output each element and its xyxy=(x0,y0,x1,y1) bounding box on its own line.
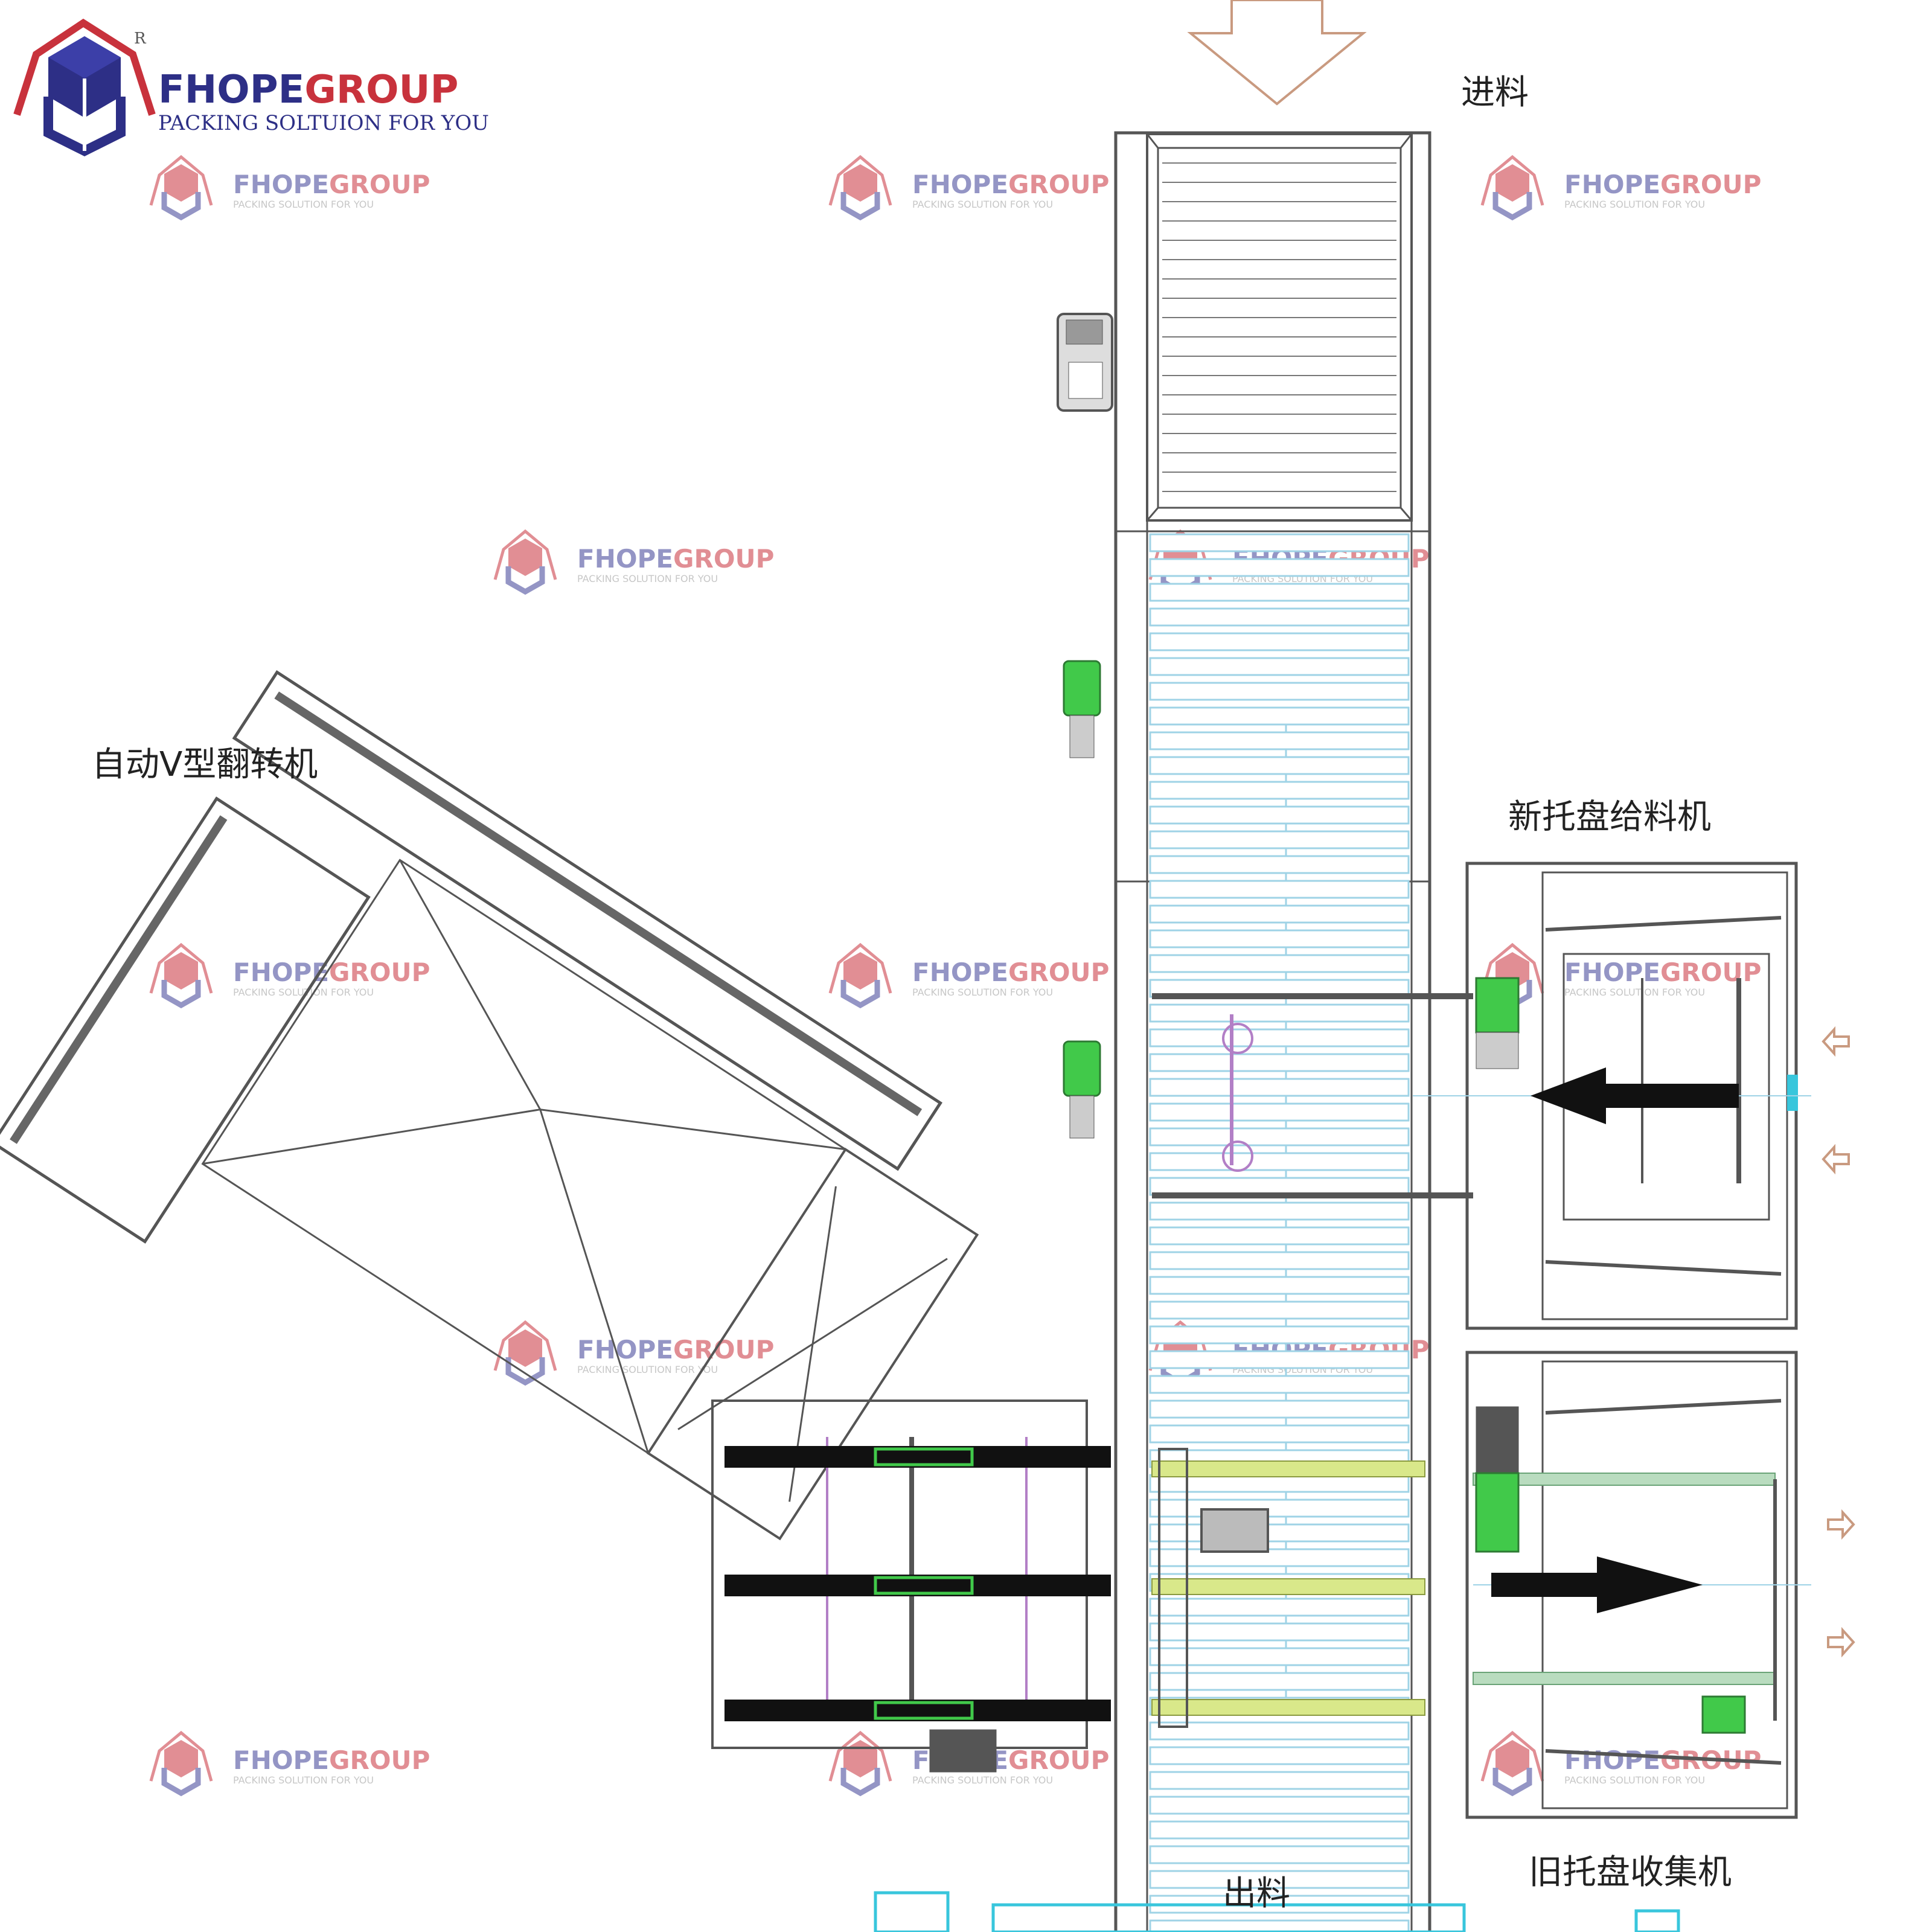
svg-text:PACKING SOLUTION FOR YOU: PACKING SOLUTION FOR YOU xyxy=(912,987,1053,998)
side-arrow-left-icon xyxy=(1822,1026,1850,1057)
svg-text:PACKING SOLUTION FOR YOU: PACKING SOLUTION FOR YOU xyxy=(1564,1774,1705,1786)
svg-text:PACKING SOLUTION FOR YOU: PACKING SOLUTION FOR YOU xyxy=(233,199,374,210)
svg-text:FHOPEGROUP: FHOPEGROUP xyxy=(1564,958,1761,987)
infeed-label: 进料 xyxy=(1461,73,1529,112)
svg-text:PACKING SOLUTION FOR YOU: PACKING SOLUTION FOR YOU xyxy=(233,987,374,998)
collect-direction-arrow-icon xyxy=(1491,1556,1703,1613)
infeed-arrow-icon xyxy=(1187,0,1367,106)
svg-text:PACKING SOLUTION FOR YOU: PACKING SOLUTION FOR YOU xyxy=(912,199,1053,210)
svg-text:FHOPEGROUP: FHOPEGROUP xyxy=(1564,1745,1761,1775)
watermark: FHOPEGROUP PACKING SOLUTION FOR YOU xyxy=(830,157,1109,217)
watermark: FHOPEGROUP PACKING SOLUTION FOR YOU xyxy=(495,531,774,592)
logo-brand-part1: FHOPE xyxy=(158,68,304,112)
svg-text:FHOPEGROUP: FHOPEGROUP xyxy=(912,958,1109,987)
svg-text:PACKING SOLUTION FOR YOU: PACKING SOLUTION FOR YOU xyxy=(577,573,718,584)
outfeed-fixtures xyxy=(874,1891,1680,1932)
svg-text:FHOPEGROUP: FHOPEGROUP xyxy=(912,170,1109,199)
svg-text:FHOPEGROUP: FHOPEGROUP xyxy=(158,68,458,112)
svg-text:PACKING SOLUTION FOR YOU: PACKING SOLUTION FOR YOU xyxy=(577,1364,718,1375)
side-arrow-right-icon xyxy=(1827,1509,1855,1540)
v-flipper-label: 自动V型翻转机 xyxy=(92,745,318,784)
svg-text:FHOPEGROUP: FHOPEGROUP xyxy=(233,1745,430,1775)
logo-brand-part2: GROUP xyxy=(304,68,458,112)
infeed-motor-icon xyxy=(1057,313,1113,412)
svg-text:PACKING SOLUTION FOR YOU: PACKING SOLUTION FOR YOU xyxy=(1564,199,1705,210)
svg-text:FHOPEGROUP: FHOPEGROUP xyxy=(577,1335,774,1364)
drive-motor-icon xyxy=(1063,1040,1101,1139)
transfer-rails-upper xyxy=(1152,993,1473,1198)
watermark: FHOPEGROUP PACKING SOLUTION FOR YOU xyxy=(1482,157,1761,217)
svg-text:PACKING SOLUTION FOR YOU: PACKING SOLUTION FOR YOU xyxy=(912,1774,1053,1786)
watermark: FHOPEGROUP PACKING SOLUTION FOR YOU xyxy=(151,1733,430,1793)
feed-direction-arrow-icon xyxy=(1531,1067,1739,1124)
watermark: FHOPEGROUP PACKING SOLUTION FOR YOU xyxy=(1482,945,1761,1005)
registered-mark: R xyxy=(134,30,147,48)
svg-text:FHOPEGROUP: FHOPEGROUP xyxy=(233,958,430,987)
watermark: FHOPEGROUP PACKING SOLUTION FOR YOU xyxy=(151,157,430,217)
watermarks: FHOPEGROUP PACKING SOLUTION FOR YOU FHOP… xyxy=(151,157,1761,1793)
watermark: FHOPEGROUP PACKING SOLUTION FOR YOU xyxy=(1482,1733,1761,1793)
svg-text:FHOPEGROUP: FHOPEGROUP xyxy=(577,544,774,574)
pallet-transfer xyxy=(711,1399,1111,1773)
watermark: FHOPEGROUP PACKING SOLUTION FOR YOU xyxy=(495,1322,774,1383)
roller-bed xyxy=(1149,533,1410,1932)
svg-text:PACKING SOLUTION FOR YOU: PACKING SOLUTION FOR YOU xyxy=(1564,987,1705,998)
new-pallet-feeder-label: 新托盘给料机 xyxy=(1508,798,1711,837)
logo-emblem-icon xyxy=(13,18,156,156)
watermark: FHOPEGROUP PACKING SOLUTION FOR YOU xyxy=(830,945,1109,1005)
old-pallet-collector-label: 旧托盘收集机 xyxy=(1529,1853,1732,1892)
side-arrow-left-icon xyxy=(1822,1144,1850,1175)
old-pallet-collector xyxy=(1465,1351,1811,1819)
drive-motor-icon xyxy=(1063,660,1101,758)
svg-text:FHOPEGROUP: FHOPEGROUP xyxy=(1564,170,1761,199)
company-logo: R FHOPEGROUP PACKING SOLTUION FOR YOU xyxy=(13,18,489,156)
logo-tagline: PACKING SOLTUION FOR YOU xyxy=(158,111,489,135)
outfeed-label: 出料 xyxy=(1223,1874,1290,1913)
side-arrow-right-icon xyxy=(1827,1627,1855,1658)
infeed-hopper xyxy=(1146,133,1413,522)
transfer-rails-lower xyxy=(1151,1448,1425,1728)
v-flipper xyxy=(0,670,979,1541)
new-pallet-feeder xyxy=(1413,862,1811,1330)
main-conveyor xyxy=(1057,131,1473,1932)
svg-text:FHOPEGROUP: FHOPEGROUP xyxy=(233,170,430,199)
svg-text:PACKING SOLUTION FOR YOU: PACKING SOLUTION FOR YOU xyxy=(233,1774,374,1786)
